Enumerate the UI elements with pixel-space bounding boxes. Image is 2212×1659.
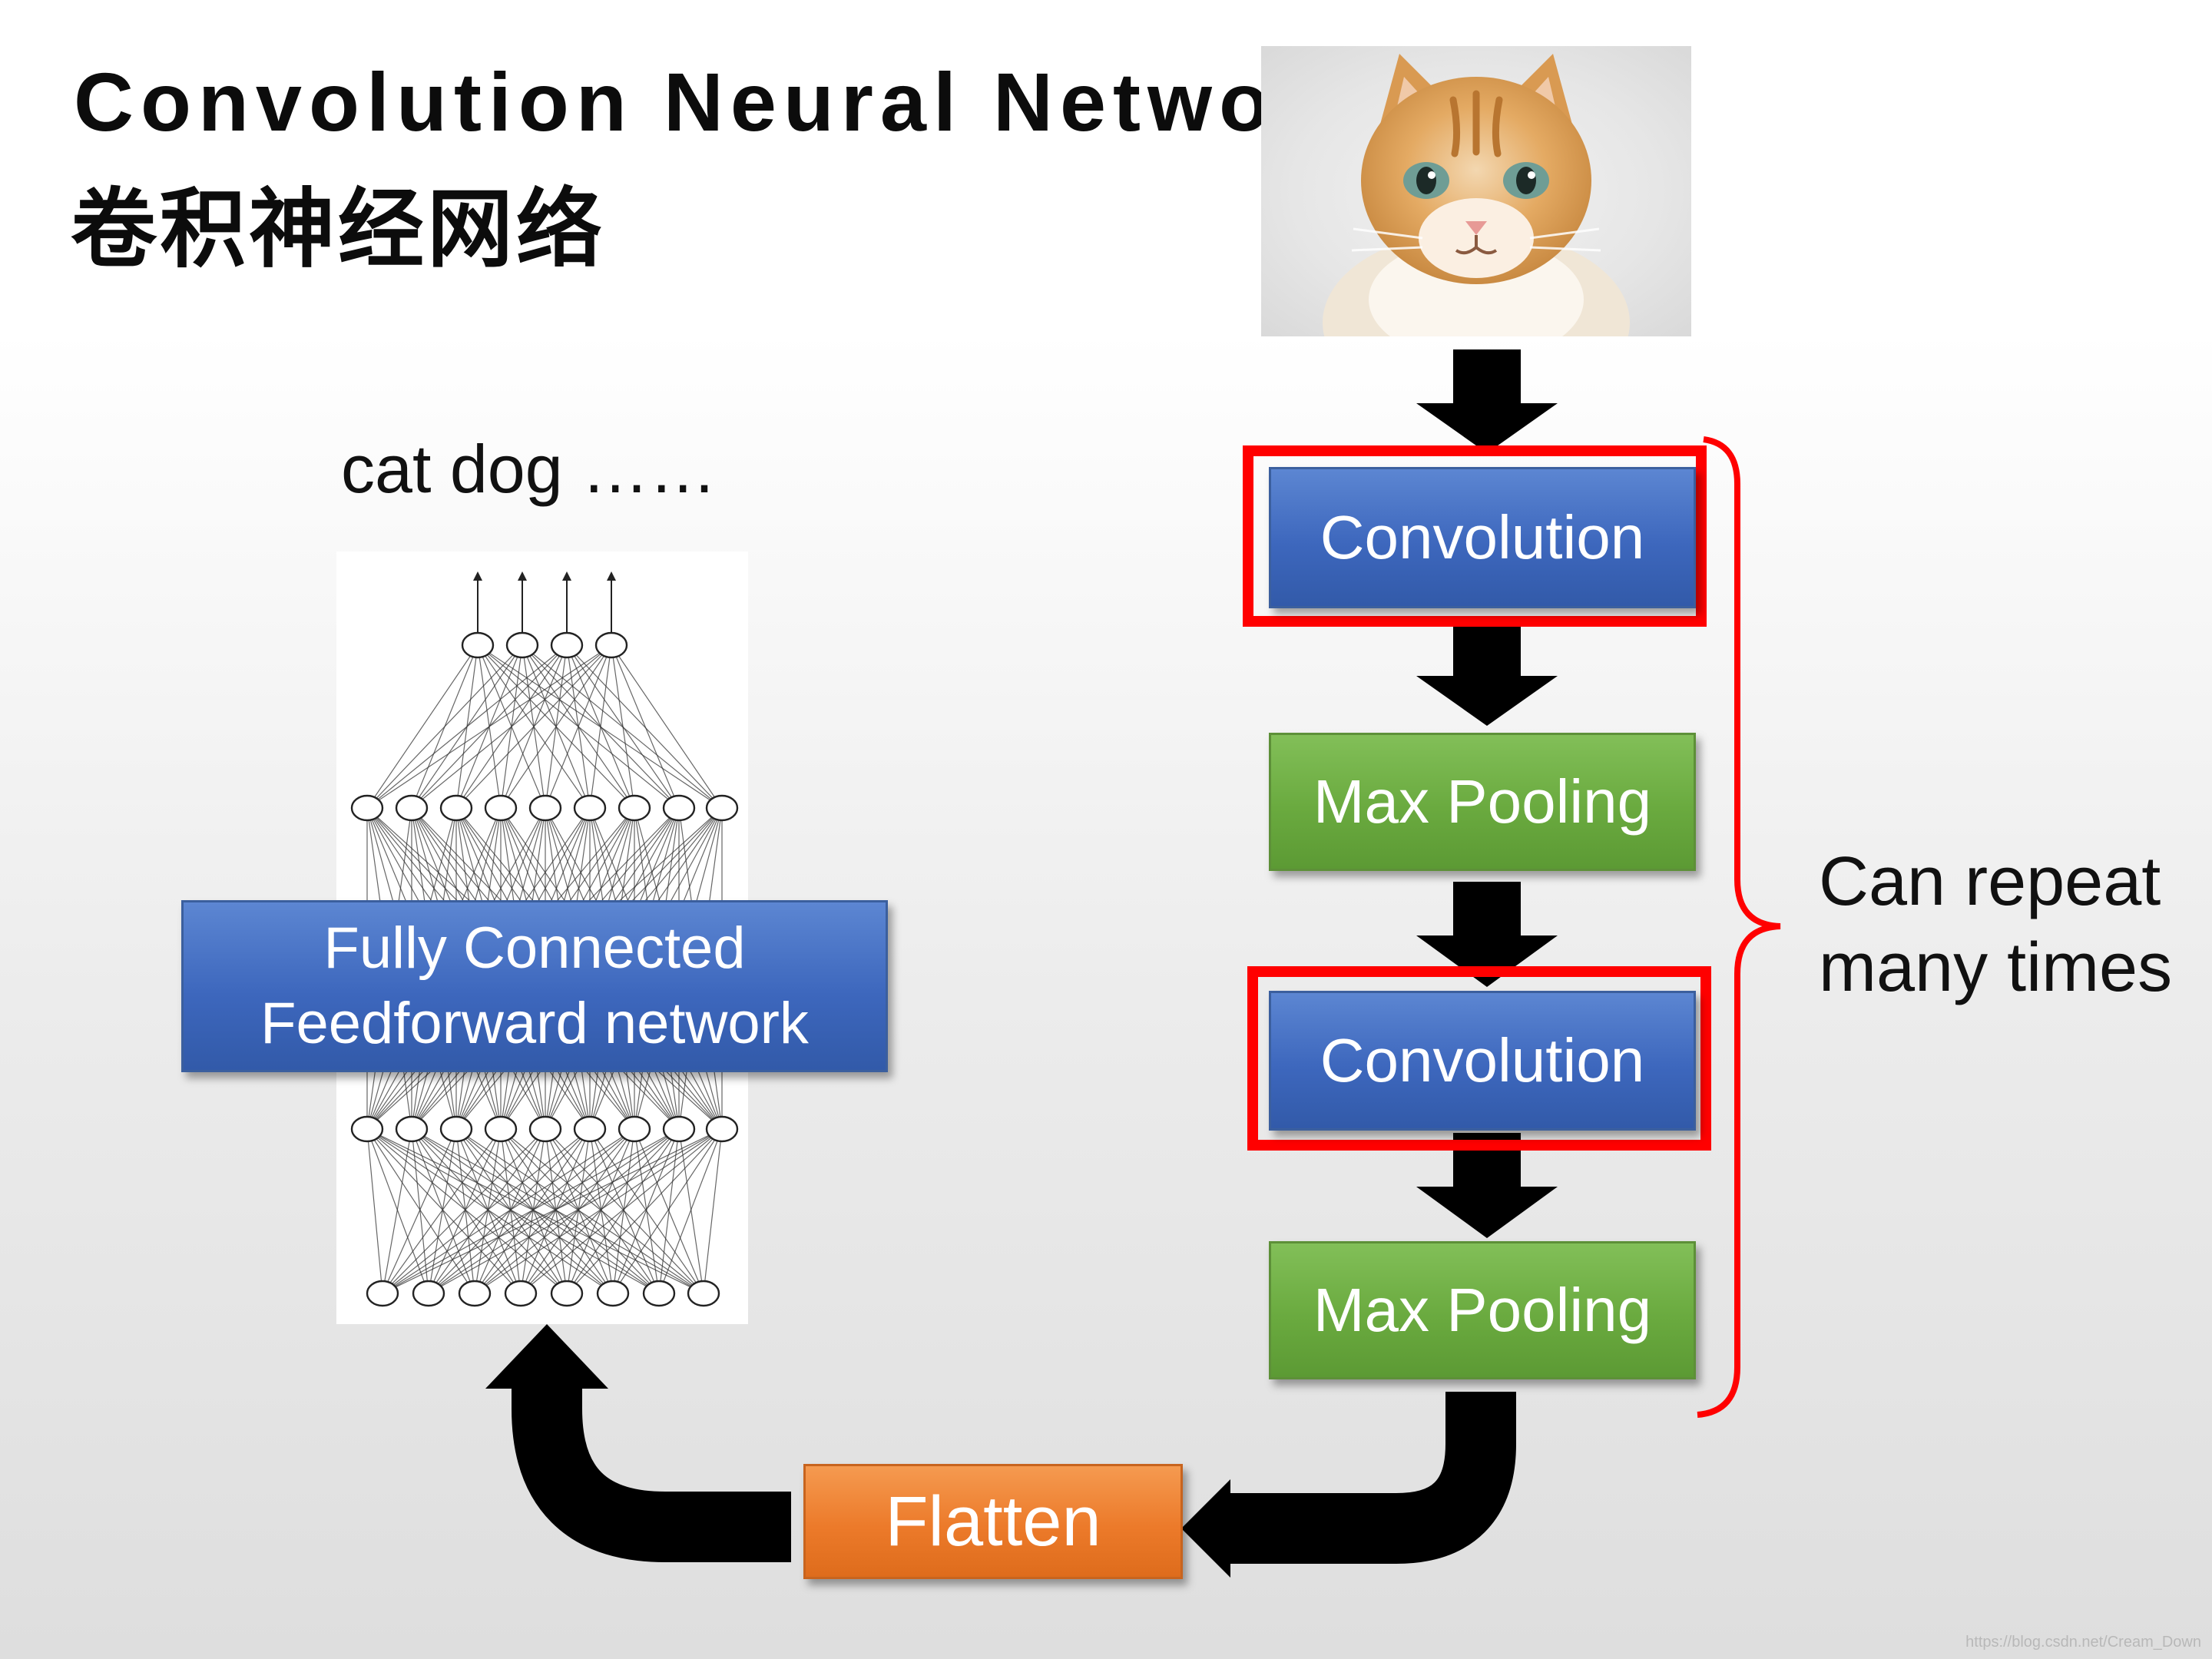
neuron-node bbox=[618, 1115, 651, 1143]
neuron-node bbox=[550, 631, 584, 659]
neuron-node bbox=[528, 794, 562, 822]
repeat-brace bbox=[1697, 436, 1781, 1418]
neuron-node bbox=[350, 1115, 384, 1143]
neuron-node bbox=[705, 1115, 739, 1143]
output-class-labels: cat dog …… bbox=[341, 431, 717, 507]
convolution-box-2: Convolution bbox=[1269, 991, 1696, 1131]
convolution-box-1: Convolution bbox=[1269, 467, 1696, 608]
max-pooling-label-1: Max Pooling bbox=[1313, 767, 1652, 836]
neuron-node bbox=[439, 794, 473, 822]
fully-connected-box: Fully Connected Feedforward network bbox=[181, 900, 888, 1072]
neuron-node bbox=[458, 1280, 492, 1307]
neuron-node bbox=[366, 1280, 399, 1307]
max-pooling-box-1: Max Pooling bbox=[1269, 733, 1696, 871]
convolution-label-2: Convolution bbox=[1320, 1026, 1645, 1094]
neuron-node bbox=[395, 1115, 429, 1143]
flatten-label: Flatten bbox=[885, 1482, 1101, 1561]
arrow-down-icon bbox=[1416, 349, 1558, 453]
output-arrow-icon bbox=[607, 571, 616, 581]
output-arrow-icon bbox=[518, 571, 527, 581]
repeat-note-line-2: many times bbox=[1819, 929, 2173, 1006]
neuron-node bbox=[461, 631, 495, 659]
highlight-frame-conv-1 bbox=[1243, 445, 1707, 627]
neuron-node bbox=[395, 794, 429, 822]
neuron-node bbox=[687, 1280, 720, 1307]
neuron-node bbox=[705, 794, 739, 822]
neuron-node bbox=[573, 1115, 607, 1143]
max-pooling-box-2: Max Pooling bbox=[1269, 1241, 1696, 1379]
neuron-node bbox=[594, 631, 628, 659]
neuron-node bbox=[439, 1115, 473, 1143]
neuron-node bbox=[642, 1280, 676, 1307]
neuron-node bbox=[484, 794, 518, 822]
neuron-node bbox=[484, 1115, 518, 1143]
output-arrow-icon bbox=[473, 571, 482, 581]
neuron-node bbox=[504, 1280, 538, 1307]
arrow-left-icon bbox=[1181, 1479, 1230, 1578]
fully-connected-line-1: Fully Connected bbox=[323, 916, 746, 981]
neuron-node bbox=[662, 794, 696, 822]
neuron-node bbox=[412, 1280, 445, 1307]
repeat-note-line-1: Can repeat bbox=[1819, 843, 2161, 920]
neuron-node bbox=[573, 794, 607, 822]
highlight-frame-conv-2 bbox=[1247, 966, 1711, 1151]
convolution-label-1: Convolution bbox=[1320, 503, 1645, 571]
neuron-node bbox=[618, 794, 651, 822]
max-pooling-label-2: Max Pooling bbox=[1313, 1276, 1652, 1344]
output-arrow-icon bbox=[562, 571, 571, 581]
arrow-up-icon bbox=[485, 1324, 608, 1389]
neuron-node bbox=[662, 1115, 696, 1143]
fully-connected-label: Fully Connected Feedforward network bbox=[260, 911, 809, 1061]
watermark: https://blog.csdn.net/Cream_Down bbox=[1965, 1634, 2201, 1651]
neuron-node bbox=[505, 631, 539, 659]
flatten-box: Flatten bbox=[803, 1464, 1183, 1579]
neuron-node bbox=[528, 1115, 562, 1143]
neuron-node bbox=[350, 794, 384, 822]
title-chinese: 卷积神经网络 bbox=[71, 180, 605, 280]
fully-connected-line-2: Feedforward network bbox=[260, 991, 809, 1056]
arrow-down-icon bbox=[1416, 882, 1558, 987]
neuron-node bbox=[550, 1280, 584, 1307]
arrow-down-icon bbox=[1416, 1133, 1558, 1238]
neuron-node bbox=[596, 1280, 630, 1307]
arrow-down-icon bbox=[1416, 624, 1558, 726]
repeat-note: Can repeat many times bbox=[1819, 839, 2172, 1011]
